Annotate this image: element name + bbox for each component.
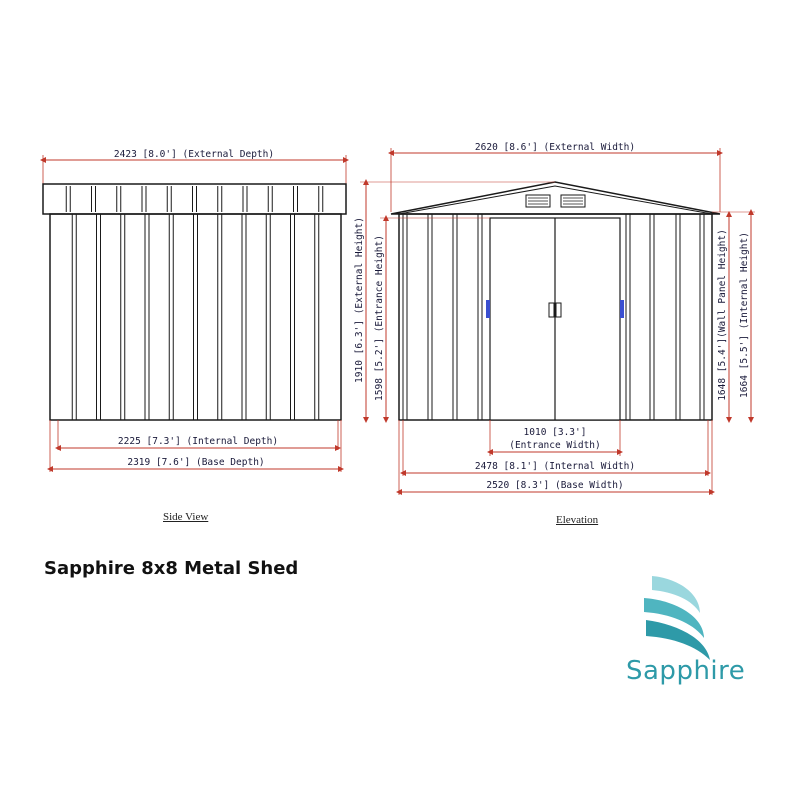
base-depth-label: 2319 [7.6'] (Base Depth) [127, 457, 264, 468]
sapphire-logo-icon [644, 576, 710, 660]
wall-panel-height-label: 1648 [5.4'](Wall Panel Height) [717, 229, 728, 401]
internal-depth-label: 2225 [7.3'] (Internal Depth) [118, 436, 278, 447]
elevation-view: 2620 [8.6'] (External Width) 1910 [6.3']… [354, 142, 755, 495]
product-title: Sapphire 8x8 Metal Shed [44, 558, 299, 579]
entrance-width-label: (Entrance Width) [509, 440, 601, 451]
elevation-caption: Elevation [556, 514, 599, 526]
entrance-height-label: 1598 [5.2'] (Entrance Height) [374, 235, 385, 401]
external-depth-label: 2423 [8.0'] (External Depth) [114, 149, 274, 160]
side-view: 2423 [8.0'] (External Depth) 2225 [7.3']… [40, 149, 349, 472]
side-view-caption: Side View [163, 511, 209, 523]
base-width-label: 2520 [8.3'] (Base Width) [486, 480, 623, 491]
brand-name: Sapphire [626, 656, 746, 686]
internal-height-label: 1664 [5.5'] (Internal Height) [739, 232, 750, 398]
entrance-width-value: 1010 [3.3'] [524, 427, 587, 438]
internal-width-label: 2478 [8.1'] (Internal Width) [475, 461, 635, 472]
external-height-label: 1910 [6.3'] (External Height) [354, 217, 365, 383]
external-width-label: 2620 [8.6'] (External Width) [475, 142, 635, 153]
